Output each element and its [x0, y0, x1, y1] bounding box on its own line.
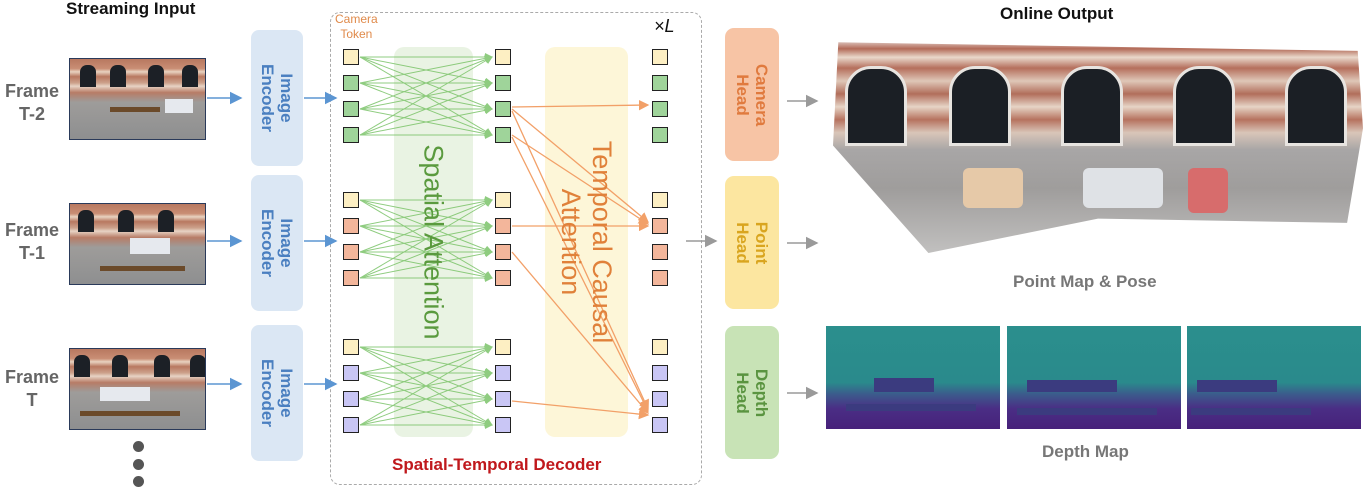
image-token: [652, 101, 668, 117]
connection-arrow: [511, 110, 649, 411]
connection-arrow: [359, 345, 493, 400]
connection-arrow: [359, 249, 493, 279]
connection-arrow: [359, 199, 493, 279]
image-token: [652, 218, 668, 234]
image-token: [495, 101, 511, 117]
spatial-attention-label: Spatial Attention: [418, 144, 449, 340]
frame-label-t: Frame T: [4, 367, 60, 410]
spatial-temporal-decoder-box: [330, 12, 702, 485]
connection-arrow: [359, 396, 493, 426]
image-token: [495, 218, 511, 234]
connection-arrow: [359, 106, 493, 136]
frame-label-t-2: Frame T-2: [4, 81, 60, 124]
image-token: [495, 417, 511, 433]
connection-arrow: [511, 99, 650, 111]
image-token: [343, 417, 359, 433]
connection-arrow: [359, 81, 493, 136]
image-token: [652, 75, 668, 91]
connection-arrow: [359, 56, 493, 136]
connection-arrow: [359, 344, 493, 374]
image-token: [495, 365, 511, 381]
streaming-input-title: Streaming Input: [66, 0, 196, 18]
camera-token-label: Camera Token: [335, 12, 378, 41]
camera-token: [343, 49, 359, 65]
depth-head-label: Depth Head: [733, 368, 771, 417]
input-frame-image-t-1: [69, 203, 206, 285]
image-token: [343, 101, 359, 117]
image-encoder-t: Image Encoder: [251, 325, 303, 461]
image-token: [343, 365, 359, 381]
image-token: [652, 244, 668, 260]
connection-arrow: [359, 371, 493, 426]
connection-arrow: [511, 251, 649, 414]
connection-arrow: [359, 198, 493, 253]
image-token: [652, 270, 668, 286]
camera-token: [343, 192, 359, 208]
more-frames-dot: [133, 441, 144, 452]
image-token: [495, 127, 511, 143]
camera-token: [652, 339, 668, 355]
depth-map-label: Depth Map: [1042, 442, 1129, 461]
online-output-title: Online Output: [1000, 4, 1114, 23]
camera-token: [652, 192, 668, 208]
image-token: [343, 391, 359, 407]
camera-token: [495, 339, 511, 355]
temporal-causal-attention-label: Temporal Causal Attention: [556, 140, 617, 344]
camera-token: [495, 192, 511, 208]
connection-arrow: [511, 108, 649, 223]
image-token: [343, 270, 359, 286]
connection-arrow: [511, 400, 650, 420]
camera-head-label: Camera Head: [733, 63, 771, 126]
connection-arrow: [359, 346, 493, 426]
image-token: [652, 127, 668, 143]
image-token: [343, 244, 359, 260]
decoder-title: Spatial-Temporal Decoder: [392, 455, 602, 474]
depth-map-image-1: [826, 326, 1000, 429]
connection-arrow: [511, 136, 649, 413]
point-head-label: Point Head: [733, 221, 771, 264]
image-token: [343, 218, 359, 234]
camera-head: Camera Head: [725, 28, 779, 161]
depth-map-image-3: [1187, 326, 1361, 429]
connection-arrow: [359, 54, 493, 84]
point-head: Point Head: [725, 176, 779, 309]
more-frames-dot: [133, 459, 144, 470]
image-token: [652, 365, 668, 381]
image-encoder-t-2: Image Encoder: [251, 30, 303, 166]
connection-arrow: [359, 197, 493, 227]
image-token: [495, 244, 511, 260]
connection-arrow: [511, 134, 650, 225]
frame-label-t-1: Frame T-1: [4, 220, 60, 263]
depth-head: Depth Head: [725, 326, 779, 459]
layer-repeat-label: ×L: [654, 16, 675, 36]
image-token: [495, 75, 511, 91]
input-frame-image-t: [69, 348, 206, 430]
image-token: [495, 270, 511, 286]
image-token: [652, 417, 668, 433]
camera-token: [495, 49, 511, 65]
image-token: [343, 127, 359, 143]
connection-arrow: [359, 224, 493, 279]
image-token: [652, 391, 668, 407]
point-map-label: Point Map & Pose: [1013, 272, 1157, 291]
camera-token: [343, 339, 359, 355]
input-frame-image-t-2: [69, 58, 206, 140]
depth-map-image-2: [1007, 326, 1181, 429]
point-map-reconstruction-image: [833, 42, 1363, 253]
image-token: [343, 75, 359, 91]
more-frames-dot: [133, 476, 144, 487]
image-token: [495, 391, 511, 407]
image-encoder-t-1: Image Encoder: [251, 175, 303, 311]
camera-token: [652, 49, 668, 65]
connection-arrow: [359, 55, 493, 110]
